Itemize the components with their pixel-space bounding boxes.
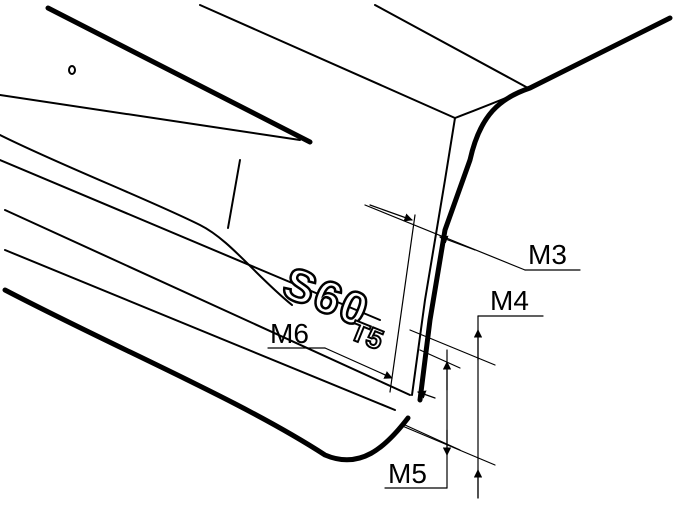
m4-label: M4 xyxy=(490,285,529,316)
bumper-lower xyxy=(4,249,396,411)
bumper-line-1 xyxy=(0,159,381,321)
keyhole xyxy=(68,65,76,75)
m3-leader xyxy=(364,204,526,271)
m3-label: M3 xyxy=(528,239,567,270)
body-outline xyxy=(2,5,673,463)
callout-m3: M3 xyxy=(364,204,581,271)
bumper-crease xyxy=(227,159,241,229)
trunk-line xyxy=(0,94,301,141)
m6-ref-line xyxy=(389,214,416,393)
m5-ext-bottom xyxy=(404,424,461,451)
trunk-lip xyxy=(0,134,293,306)
m6-arrow-right xyxy=(417,390,436,399)
lower-body-edge xyxy=(2,287,411,463)
m4-ext-top xyxy=(409,329,496,366)
roof-line-1 xyxy=(199,4,456,119)
panel-lines xyxy=(0,4,529,411)
m3-arrow-right xyxy=(439,235,476,251)
callout-m5: M5 xyxy=(384,349,461,489)
m6-label: M6 xyxy=(270,318,309,349)
rear-pillar-edge xyxy=(417,15,673,403)
m6-leader xyxy=(324,347,393,379)
callout-m4: M4 xyxy=(399,285,544,499)
roof-line-2 xyxy=(374,4,529,89)
top-bumper-edge xyxy=(45,5,313,145)
window-edge xyxy=(454,89,526,119)
m3-arrow-left xyxy=(369,204,413,222)
callout-m6: M6 xyxy=(267,214,436,399)
m5-ext-top xyxy=(419,349,461,369)
m5-label: M5 xyxy=(388,458,427,489)
pillar-inner xyxy=(411,117,456,396)
bumper-line-2 xyxy=(4,209,411,396)
